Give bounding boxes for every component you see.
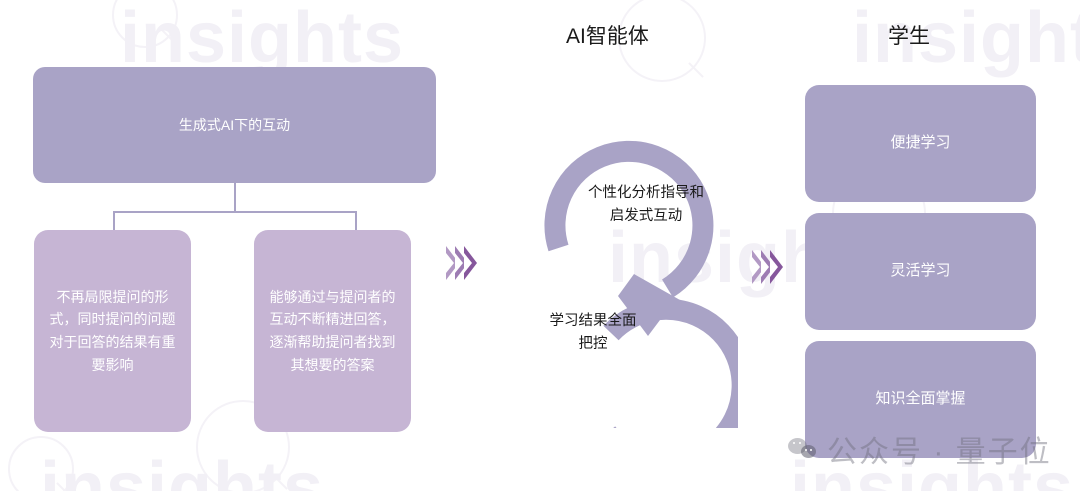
flow-arrow-right	[752, 250, 783, 284]
watermark-word: insights	[852, 0, 1080, 78]
watermark-word: insights	[120, 0, 405, 78]
leaf-node-label-1: 不再局限提问的形式，同时提问的问题对于回答的结果有重要影响	[49, 288, 176, 373]
connector-branch-left	[113, 211, 115, 231]
leaf-node-label-2: 能够通过与提问者的互动不断精进回答，逐渐帮助提问者找到其想要的答案	[269, 288, 396, 373]
connector-branch-right	[355, 211, 357, 231]
cycle-svg	[544, 140, 753, 472]
column-title-student: 学生	[888, 25, 930, 48]
upper-ring-arc	[544, 140, 714, 298]
outcome-card-3[interactable]: 知识全面掌握	[805, 341, 1036, 458]
chevron-right-icon	[464, 246, 477, 280]
leaf-node-card-1[interactable]: 不再局限提问的形式，同时提问的问题对于回答的结果有重要影响	[34, 230, 191, 432]
leaf-node-card-2[interactable]: 能够通过与提问者的互动不断精进回答，逐渐帮助提问者找到其想要的答案	[254, 230, 411, 432]
root-node-card[interactable]: 生成式AI下的互动	[33, 67, 436, 183]
column-title-agent: AI智能体	[566, 25, 649, 48]
outcome-label-1: 便捷学习	[890, 134, 951, 152]
outcome-card-2[interactable]: 灵活学习	[805, 213, 1036, 330]
watermark-q-logo-icon	[8, 436, 74, 491]
watermark-q-logo-icon	[112, 0, 178, 48]
connector-horizontal-bus	[113, 211, 356, 213]
root-node-label: 生成式AI下的互动	[178, 116, 291, 133]
chevron-right-icon	[770, 250, 783, 284]
outcome-label-3: 知识全面掌握	[875, 390, 966, 408]
outcome-label-2: 灵活学习	[890, 262, 951, 280]
cycle-label-top: 个性化分析指导和 启发式互动	[588, 185, 704, 225]
watermark-word: insights	[40, 448, 325, 491]
flow-arrow-left	[446, 246, 477, 280]
connector-root-stem	[234, 183, 236, 212]
outcome-card-1[interactable]: 便捷学习	[805, 85, 1036, 202]
cycle-label-bottom: 学习结果全面 把控	[549, 313, 637, 353]
cycle-diagram	[484, 124, 753, 472]
